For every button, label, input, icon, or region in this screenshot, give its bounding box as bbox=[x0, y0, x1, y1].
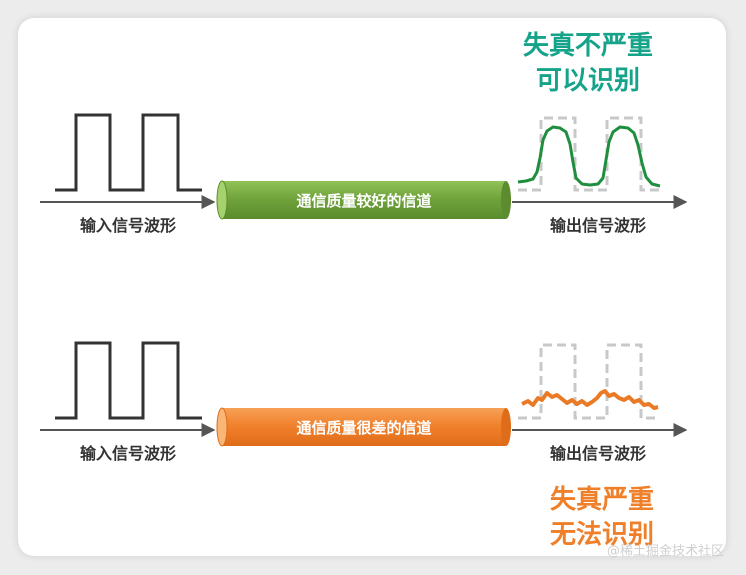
bottom-verdict-line2: 无法识别 bbox=[550, 520, 654, 550]
top-channel-label: 通信质量较好的信道 bbox=[296, 192, 431, 210]
bottom-input-waveform bbox=[55, 341, 202, 420]
top-input-waveform bbox=[55, 113, 202, 192]
bottom-channel-label: 通信质量很差的信道 bbox=[296, 419, 431, 437]
top-row: 输入信号波形 通信质量较好的信道 输出信号波形 失真不严重 可以识别 bbox=[40, 29, 688, 235]
bottom-channel: 通信质量很差的信道 bbox=[216, 407, 511, 447]
bottom-verdict-line1: 失真严重 bbox=[550, 485, 654, 515]
top-output-label: 输出信号波形 bbox=[550, 216, 646, 235]
bottom-output-waveform bbox=[521, 389, 659, 410]
top-verdict-line2: 可以识别 bbox=[536, 66, 640, 96]
bottom-input-label: 输入信号波形 bbox=[80, 444, 176, 463]
bottom-row: 输入信号波形 通信质量很差的信道 输出信号波形 失真严重 无法识别 bbox=[40, 341, 688, 553]
bottom-output-label: 输出信号波形 bbox=[550, 444, 646, 463]
top-verdict-line1: 失真不严重 bbox=[523, 31, 653, 61]
diagram-card bbox=[18, 18, 726, 556]
watermark: @稀土掘金技术社区 bbox=[606, 544, 724, 559]
top-channel: 通信质量较好的信道 bbox=[216, 180, 511, 220]
top-output-waveform bbox=[517, 125, 661, 188]
top-input-label: 输入信号波形 bbox=[80, 216, 176, 235]
bottom-reference-waveform bbox=[518, 343, 660, 420]
